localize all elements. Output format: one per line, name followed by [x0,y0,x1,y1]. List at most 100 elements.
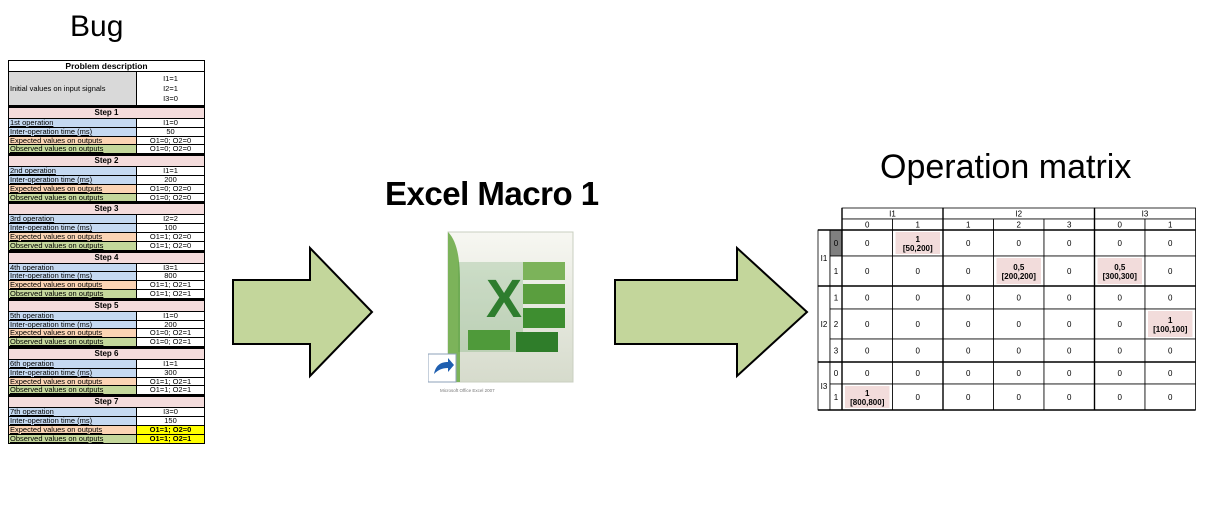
col-value-label: 1 [916,221,921,230]
row-group-label: I2 [821,320,828,329]
arrow-shape [232,245,374,379]
step-header: Step 2 [9,154,204,168]
matrix-title: Operation matrix [880,148,1132,186]
matrix-cell-highlight [1148,311,1193,337]
step-row-value: O1=0; O2=0 [149,193,192,202]
problem-description-header: Problem description [9,61,204,72]
step-row-value: O1=1; O2=0 [137,425,204,434]
step-row-time: Inter-operation time (ms)200 [9,320,204,330]
matrix-cell-value: 0 [1067,239,1072,248]
step-row-time: Inter-operation time (ms) 300 [9,368,204,378]
row-group-label: I3 [821,382,828,391]
matrix-cell-value: 0 [1168,267,1173,276]
step-row-label: 6th operation [9,359,137,368]
matrix-cell-highlight [1097,258,1142,284]
matrix-cell-value: 0 [966,320,971,329]
col-value-label: 0 [865,221,870,230]
step-row-op: 5th operation I1=0 [9,311,204,321]
matrix-cell-value: 0 [1118,369,1123,378]
macro-title: Excel Macro 1 [385,175,599,212]
col-value-label: 2 [1017,221,1022,230]
step-header: Step 7 [9,395,204,409]
step-row-label: 5th operation [9,311,137,320]
step-row-label: Observed values on outputs [9,145,137,154]
step-row-value: 800 [164,272,177,281]
step-row-label: Expected values on outputs [9,329,137,338]
initial-values: I1=1 I2=1 I3=0 [137,72,204,105]
step-row-value: I1=0 [163,311,178,320]
step-row-label: Expected values on outputs [9,136,137,145]
matrix-cell-value: 0 [916,347,921,356]
step-header: Step 3 [9,202,204,216]
matrix-cell-value: 0 [916,294,921,303]
matrix-cell [1043,255,1095,287]
matrix-cell-value: 1 [1168,316,1173,325]
step-row-label: Inter-operation time (ms) [9,368,137,377]
step-row-value: I2=2 [163,215,178,224]
step-row-label: 7th operation [9,408,137,416]
matrix-cell-value: 0 [916,369,921,378]
matrix-cell-value: 0 [865,294,870,303]
matrix-cell [1094,308,1146,340]
step-row-value: 50 [166,127,175,136]
matrix-cell [1144,383,1196,411]
matrix-cell-value: 0 [916,267,921,276]
svg-text:X: X [486,269,522,329]
matrix-cell-value: 0 [966,267,971,276]
matrix-cell [942,383,994,411]
excel-caption: Microsoft Office Excel 2007 [440,388,495,393]
step-header: Step 5 [9,298,204,312]
step-header: Step 4 [9,250,204,264]
row-value-label: 0 [834,369,839,378]
step-row-label: Observed values on outputs [9,434,137,444]
step-row-value: 200 [164,175,177,184]
matrix-cell-highlight [845,386,890,408]
initial-value: I1=1 [163,73,178,83]
matrix-cell-value: 0 [1168,294,1173,303]
col-value-label: 0 [1118,221,1123,230]
step-row-label: 2nd operation [9,167,137,175]
step-row-value: I3=1 [163,263,178,272]
step-row-label: Expected values on outputs [9,425,137,434]
matrix-cell [1094,229,1146,257]
step-row-label: Observed values on outputs [9,241,137,250]
matrix-cell-value: 0 [966,393,971,402]
step-row-value: 150 [164,416,177,425]
matrix-cell [892,308,944,340]
matrix-cell-value: 0 [1017,320,1022,329]
arrow-right-1 [232,245,374,379]
step-row-value: O1=1; O2=1 [137,434,204,444]
col-value-label: 1 [1168,221,1173,230]
matrix-cell [1144,255,1196,287]
step-row-value: O1=0; O2=0 [149,184,192,193]
step-row-value: O1=0; O2=0 [149,145,192,154]
step-row-label: 1st operation [9,119,137,127]
matrix-cell-value: 0 [1118,393,1123,402]
step-row-label: Expected values on outputs [9,232,137,241]
matrix-cell [1144,229,1196,257]
matrix-cell-value: 0 [1067,320,1072,329]
matrix-cell-value: 0 [1168,369,1173,378]
step-row-value: O1=0; O2=0 [149,136,192,145]
step-row-label: Observed values on outputs [9,289,137,298]
matrix-cell-highlight [996,258,1041,284]
matrix-cell-range: [100,100] [1153,325,1188,334]
matrix-cell-value: 0 [1067,393,1072,402]
initial-values-row: Initial values on input signals I1=1 I2=… [9,72,204,106]
step-row-value: 300 [164,368,177,377]
matrix-cell-value: 0 [966,369,971,378]
step-row-obs: Observed values on outputs O1=1; O2=1 [9,289,204,299]
step-row-value: O1=1; O2=1 [149,289,192,298]
